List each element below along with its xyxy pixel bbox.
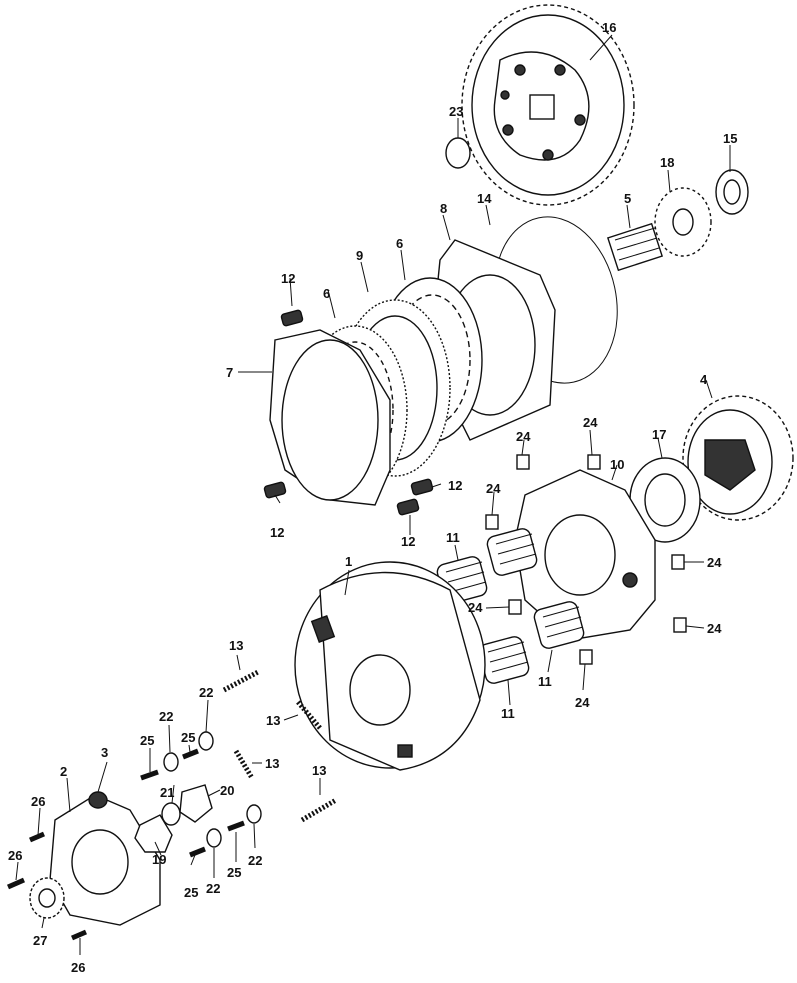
label-6b: 6 [323,286,330,301]
label-3: 3 [101,745,108,760]
label-21: 21 [160,785,174,800]
screw-26-b [6,877,26,890]
spring-12-bottom [396,498,420,516]
label-13a: 13 [229,638,243,653]
pin-24-d [671,554,685,570]
primary-drive-gear-18 [654,187,712,257]
label-17: 17 [652,427,666,442]
screw-26-c [71,929,87,941]
bearing-27 [29,877,65,919]
label-24g: 24 [575,695,590,710]
bolt-25-c [189,846,206,858]
label-24c: 24 [486,481,501,496]
spring-12-top [280,309,304,327]
collar-15 [715,169,749,215]
label-19: 19 [152,852,166,867]
label-9: 9 [356,248,363,263]
pressure-plate-7 [269,329,391,506]
lifter-20 [179,784,213,823]
label-23: 23 [449,104,463,119]
gear-4 [682,395,794,521]
clutch-center-10 [514,469,656,641]
label-22d: 22 [248,853,262,868]
label-24d: 24 [707,555,722,570]
bolt-25-b [182,748,199,760]
label-26a: 26 [31,794,45,809]
label-24f: 24 [707,621,722,636]
circlip-23 [445,137,471,169]
screw-26-a [29,831,45,843]
washer-22-b [163,752,179,772]
label-25b: 25 [181,730,195,745]
label-20: 20 [220,783,234,798]
label-6a: 6 [396,236,403,251]
label-1: 1 [345,554,352,569]
leader-lines [15,34,731,955]
washer-22-c [206,828,222,848]
label-12a: 12 [281,271,295,286]
label-25d: 25 [227,865,241,880]
pin-24-f [673,617,687,633]
bolt-25-a [140,769,159,781]
label-13d: 13 [312,763,326,778]
label-7: 7 [226,365,233,380]
label-16: 16 [602,20,616,35]
needle-bearing-5 [606,222,664,272]
pin-24-b [516,454,530,470]
label-8: 8 [440,201,447,216]
label-25a: 25 [140,733,154,748]
label-24b: 24 [516,429,531,444]
label-18: 18 [660,155,674,170]
hub-17 [629,457,701,543]
label-26c: 26 [71,960,85,975]
label-25c: 25 [184,885,198,900]
cam-19 [134,814,173,853]
pin-24-e [508,599,522,615]
label-15: 15 [723,131,737,146]
primary-driven-gear-16 [461,4,635,206]
washer-22-a [198,731,214,751]
label-22c: 22 [206,881,220,896]
label-12c: 12 [448,478,462,493]
label-27: 27 [33,933,47,948]
washer-21 [161,802,181,826]
label-11a: 11 [446,530,460,545]
label-5: 5 [624,191,631,206]
label-2: 2 [60,764,67,779]
bolt-25-d [227,820,245,832]
label-12d: 12 [401,534,415,549]
pin-24-g [579,649,593,665]
label-24e: 24 [468,600,483,615]
cover-2 [49,794,161,926]
label-14: 14 [477,191,492,206]
washer-22-d [246,804,262,824]
spring-12-right [410,478,434,496]
label-11c: 11 [501,706,515,721]
pin-24-c [485,514,499,530]
part-labels: 16 23 15 18 5 8 14 9 6 6 12 7 12 12 12 4… [8,20,737,975]
clutch-outer-1 [294,561,486,771]
label-22a: 22 [199,685,213,700]
spring-13-b [296,700,322,730]
spring-12-left [263,481,287,499]
label-26b: 26 [8,848,22,863]
label-13b: 13 [266,713,280,728]
label-24a: 24 [583,415,598,430]
spring-11-c [533,601,585,649]
label-10: 10 [610,457,624,472]
label-11b: 11 [538,674,552,689]
spring-13-c [233,749,255,780]
spring-13-a [222,669,260,693]
label-22b: 22 [159,709,173,724]
pin-24-a [587,454,601,470]
bearing-3 [88,791,108,809]
label-4: 4 [700,372,708,387]
label-13c: 13 [265,756,279,771]
label-12b: 12 [270,525,284,540]
spring-11-b [486,528,538,576]
spring-13-d [300,797,338,823]
